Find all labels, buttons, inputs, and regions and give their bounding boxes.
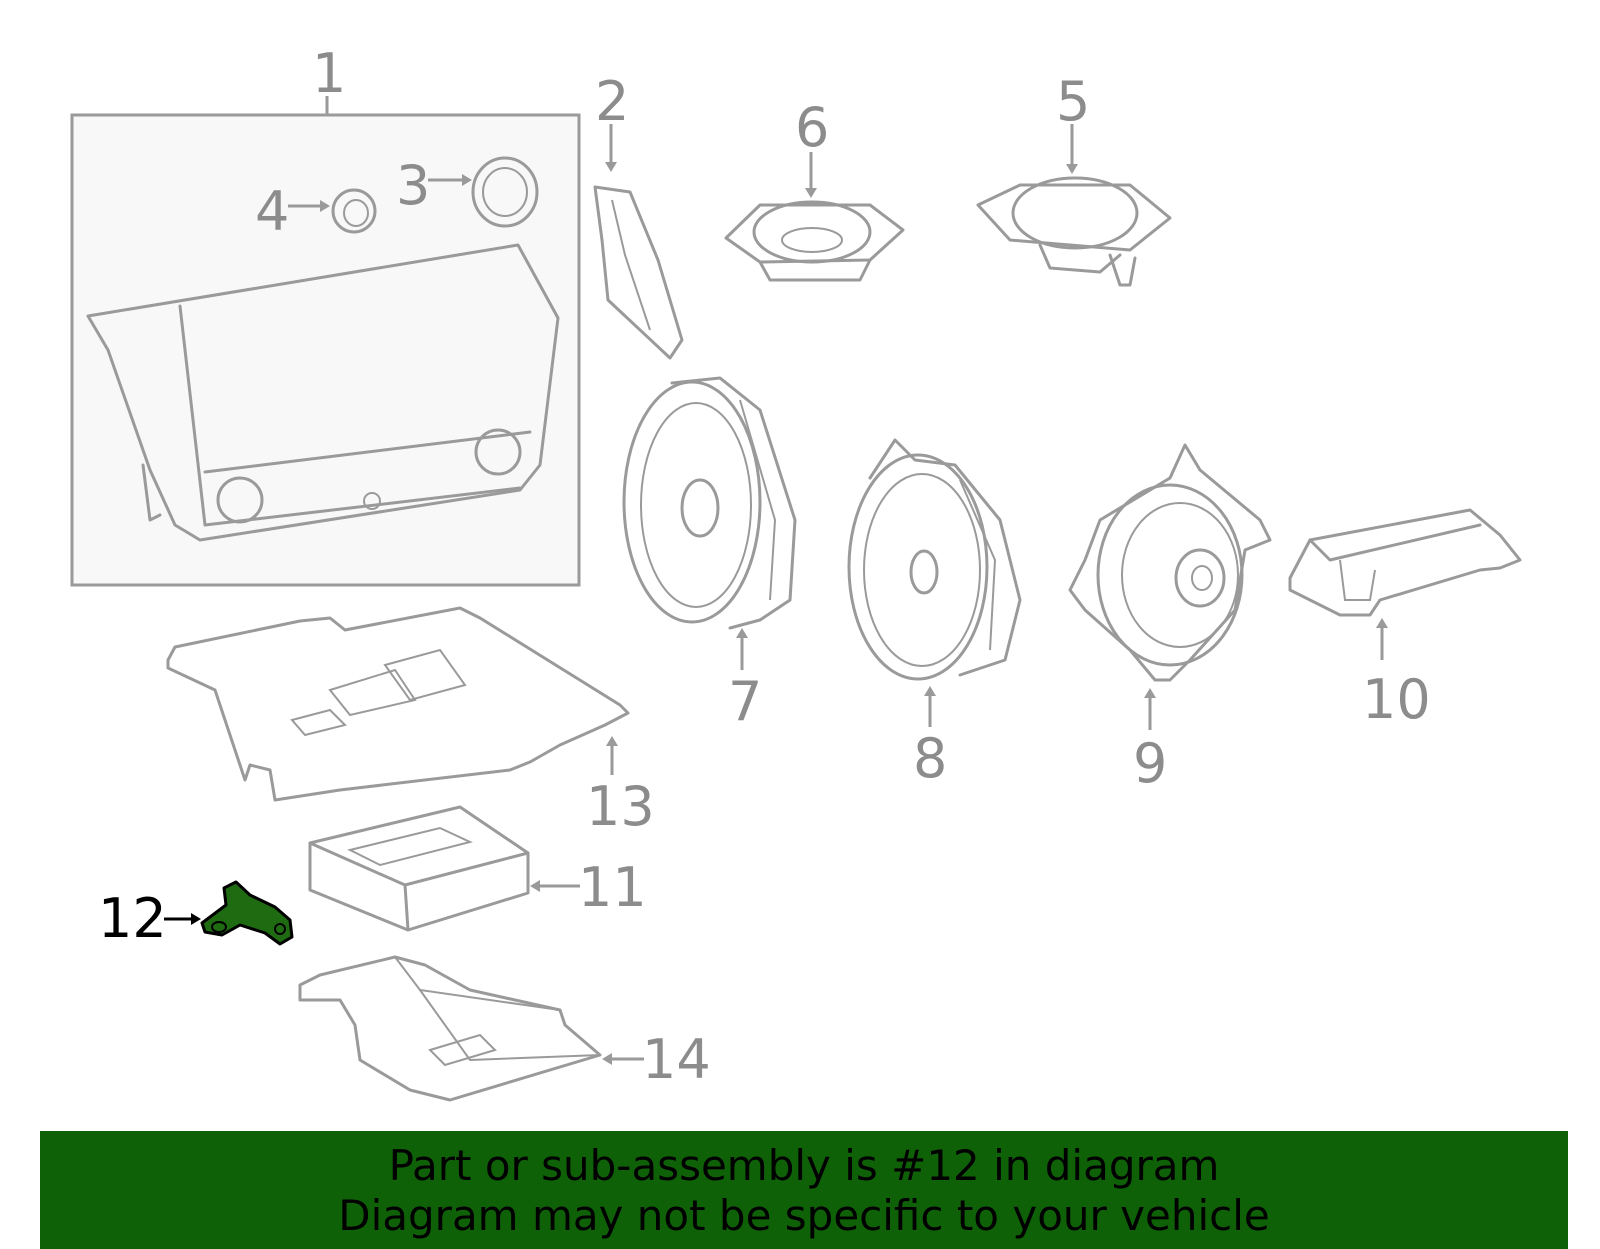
banner-line-2: Diagram may not be specific to your vehi… bbox=[338, 1191, 1270, 1240]
part-8-door-speaker[interactable] bbox=[847, 438, 1022, 727]
callout-label-12: 12 bbox=[98, 887, 167, 950]
callout-label-1: 1 bbox=[312, 42, 346, 105]
part-14-tray[interactable] bbox=[298, 955, 644, 1102]
part-9-speaker[interactable] bbox=[1068, 443, 1272, 730]
callout-label-6: 6 bbox=[795, 96, 829, 159]
callout-label-11: 11 bbox=[578, 856, 647, 919]
callout-label-7: 7 bbox=[728, 670, 762, 733]
part-3-knob[interactable] bbox=[428, 156, 539, 228]
part-10-amplifier[interactable] bbox=[1288, 508, 1522, 660]
callout-label-10: 10 bbox=[1362, 668, 1431, 731]
part-13-cover[interactable] bbox=[166, 606, 630, 802]
callout-label-8: 8 bbox=[913, 727, 947, 790]
info-banner: Part or sub-assembly is #12 in diagram D… bbox=[40, 1131, 1568, 1249]
part-5-speaker[interactable] bbox=[976, 124, 1172, 287]
part-6-tweeter[interactable] bbox=[724, 152, 905, 282]
callout-label-3: 3 bbox=[396, 154, 430, 217]
callout-label-5: 5 bbox=[1056, 70, 1090, 133]
part-11-module[interactable] bbox=[308, 805, 580, 932]
part-7-door-speaker[interactable] bbox=[622, 376, 797, 670]
callout-label-2: 2 bbox=[595, 70, 629, 133]
part-1-display-assembly[interactable] bbox=[70, 96, 581, 587]
callout-label-9: 9 bbox=[1133, 732, 1167, 795]
part-2-bracket[interactable] bbox=[593, 124, 684, 360]
callout-label-4: 4 bbox=[255, 180, 289, 243]
part-4-knob[interactable] bbox=[288, 188, 377, 234]
callout-label-14: 14 bbox=[642, 1028, 711, 1091]
part-12-bracket-highlighted[interactable] bbox=[164, 880, 294, 946]
callout-label-13: 13 bbox=[586, 775, 655, 838]
banner-line-1: Part or sub-assembly is #12 in diagram bbox=[388, 1141, 1220, 1190]
